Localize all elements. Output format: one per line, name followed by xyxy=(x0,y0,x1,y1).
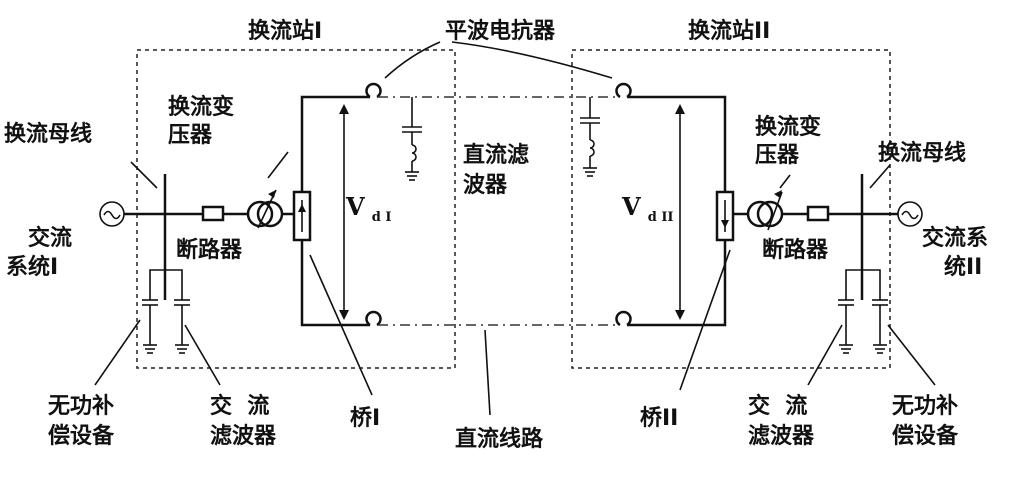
bridge2-label: 桥II xyxy=(640,405,678,431)
vd1-main: V xyxy=(345,192,365,221)
ac-source-right xyxy=(897,201,923,227)
dc-line-label: 直流线路 xyxy=(455,426,544,452)
converter-transformer-left xyxy=(246,189,284,229)
smoothing-reactor-left-bottom xyxy=(365,310,382,327)
ac-system-left-line2: 系统I xyxy=(6,254,58,280)
smoothing-reactor-right-top xyxy=(615,82,632,99)
smoothing-reactor-right-bottom xyxy=(615,310,632,327)
vd2-sub: d II xyxy=(648,210,674,225)
ac-filter-left-line1: 交 流 xyxy=(210,393,269,419)
station1-boundary xyxy=(136,49,456,369)
dc-filter-label-line1: 直流滤 xyxy=(463,142,529,168)
converter-transformer-right-line1: 换流变 xyxy=(755,114,821,140)
bridge1-label: 桥I xyxy=(350,405,380,431)
station2-boundary xyxy=(571,49,891,369)
vd1-sub: d I xyxy=(372,210,392,225)
dc-filter-right xyxy=(580,97,600,177)
breaker-left-label: 断路器 xyxy=(176,237,243,263)
converter-transformer-left-line2: 压器 xyxy=(168,123,213,148)
converter-transformer-right-line2: 压器 xyxy=(755,143,800,168)
reactive-comp-left-line1: 无功补 xyxy=(48,394,114,419)
converter-transformer-right xyxy=(746,190,784,231)
reactive-comp-right-line2: 偿设备 xyxy=(892,423,959,449)
ac-filter-right-line1: 交 流 xyxy=(748,393,807,419)
ac-system-right-line2: 统II xyxy=(944,254,982,280)
station2-label: 换流站II xyxy=(688,18,770,44)
converter-bus-right-label: 换流母线 xyxy=(878,140,966,166)
ac-filter-left-line2: 滤波器 xyxy=(210,424,277,449)
converter-transformer-left-line1: 换流变 xyxy=(168,94,234,120)
ac-filter-right-line2: 滤波器 xyxy=(748,424,815,449)
smoothing-reactor-label: 平波电抗器 xyxy=(445,18,556,44)
bridge-1-symbol xyxy=(292,190,312,242)
ac-system-right-line1: 交流系 xyxy=(922,225,988,251)
breaker-left-symbol xyxy=(201,205,225,222)
reactive-comp-right-line1: 无功补 xyxy=(892,394,958,419)
bridge-2-symbol xyxy=(715,190,735,242)
dc-filter-label-line2: 波器 xyxy=(463,173,508,198)
vd2-main: V xyxy=(621,192,641,221)
vd2-arrow xyxy=(675,104,685,320)
vd2-label: V d II xyxy=(621,192,674,225)
breaker-right-symbol xyxy=(806,205,830,222)
station1-label: 换流站I xyxy=(248,18,322,44)
dc-filter-left xyxy=(402,97,422,181)
breaker-right-label: 断路器 xyxy=(762,237,829,263)
ac-source-left xyxy=(99,201,125,227)
smoothing-reactor-left-top xyxy=(365,82,382,99)
reactive-comp-left-line2: 偿设备 xyxy=(48,423,115,449)
ac-system-left-line1: 交流 xyxy=(28,225,72,251)
vd1-arrow xyxy=(339,104,349,320)
vd1-label: V d I xyxy=(345,192,391,225)
converter-bus-left-label: 换流母线 xyxy=(4,121,92,147)
